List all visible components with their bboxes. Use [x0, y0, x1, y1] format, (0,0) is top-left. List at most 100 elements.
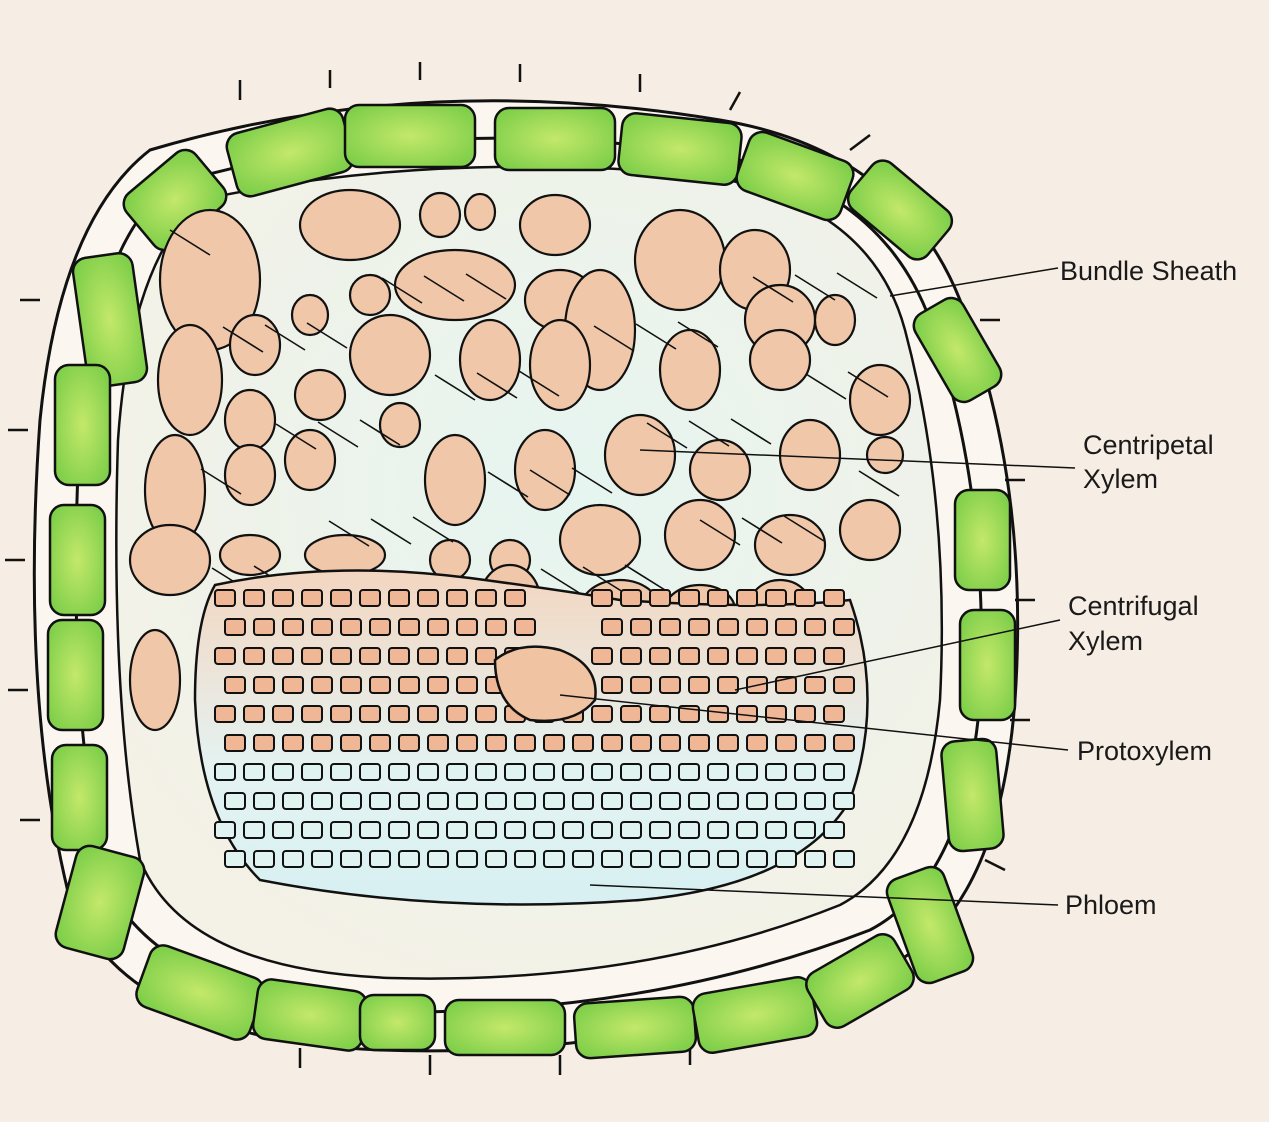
centrifugal-xylem-cell	[273, 648, 293, 664]
phloem-cell	[476, 764, 496, 780]
phloem-cell	[457, 851, 477, 867]
phloem-cell	[360, 764, 380, 780]
phloem-cell	[244, 822, 264, 838]
centrifugal-xylem-cell	[592, 590, 612, 606]
centrifugal-xylem-cell	[341, 619, 361, 635]
phloem-cell	[563, 764, 583, 780]
phloem-cell	[824, 764, 844, 780]
phloem-cell	[447, 764, 467, 780]
phloem-cell	[389, 822, 409, 838]
centrifugal-xylem-cell	[244, 706, 264, 722]
centrifugal-xylem-cell	[660, 677, 680, 693]
label-centrifugal-line1: Centrifugal	[1068, 591, 1199, 621]
phloem-cell	[215, 822, 235, 838]
centrifugal-xylem-cell	[824, 648, 844, 664]
centrifugal-xylem-cell	[254, 677, 274, 693]
centrifugal-xylem-cell	[215, 590, 235, 606]
phloem-cell	[505, 822, 525, 838]
xylem-vessel	[285, 430, 335, 490]
bundle-sheath-cell	[48, 620, 103, 730]
xylem-vessel	[465, 194, 495, 230]
phloem-cell	[795, 764, 815, 780]
phloem-cell	[341, 851, 361, 867]
phloem-cell	[389, 764, 409, 780]
centrifugal-xylem-cell	[621, 648, 641, 664]
xylem-vessel	[560, 505, 640, 575]
centrifugal-xylem-cell	[225, 735, 245, 751]
phloem-cell	[428, 851, 448, 867]
centrifugal-xylem-cell	[360, 590, 380, 606]
centrifugal-xylem-cell	[689, 735, 709, 751]
centrifugal-xylem-cell	[341, 677, 361, 693]
phloem-cell	[370, 793, 390, 809]
xylem-vessel	[292, 295, 328, 335]
bundle-sheath-cell	[617, 112, 743, 186]
phloem-cell	[747, 793, 767, 809]
centrifugal-xylem-cell	[225, 677, 245, 693]
label-centripetal-line2: Xylem	[1083, 464, 1158, 494]
phloem-cell	[679, 822, 699, 838]
centrifugal-xylem-cell	[370, 619, 390, 635]
centrifugal-xylem-cell	[689, 677, 709, 693]
phloem-cell	[534, 822, 554, 838]
phloem-cell	[312, 851, 332, 867]
label-protoxylem: Protoxylem	[1077, 736, 1212, 766]
phloem-cell	[486, 851, 506, 867]
phloem-cell	[747, 851, 767, 867]
centrifugal-xylem-cell	[834, 619, 854, 635]
centrifugal-xylem-cell	[331, 706, 351, 722]
xylem-vessel	[305, 535, 385, 575]
phloem-cell	[447, 822, 467, 838]
centrifugal-xylem-cell	[273, 706, 293, 722]
phloem-cell	[418, 822, 438, 838]
phloem-cell	[805, 851, 825, 867]
centrifugal-xylem-cell	[776, 619, 796, 635]
xylem-vessel	[220, 535, 280, 575]
centrifugal-xylem-cell	[805, 619, 825, 635]
phloem-cell	[544, 851, 564, 867]
centrifugal-xylem-cell	[418, 706, 438, 722]
centrifugal-xylem-cell	[428, 735, 448, 751]
centrifugal-xylem-cell	[457, 677, 477, 693]
centrifugal-xylem-cell	[737, 648, 757, 664]
xylem-vessel	[395, 250, 515, 320]
bundle-sheath-cell	[50, 505, 105, 615]
centrifugal-xylem-cell	[215, 706, 235, 722]
phloem-cell	[650, 764, 670, 780]
phloem-cell	[215, 764, 235, 780]
centrifugal-xylem-cell	[660, 735, 680, 751]
xylem-vessel	[690, 440, 750, 500]
phloem-cell	[563, 822, 583, 838]
bundle-sheath-cell	[52, 745, 107, 850]
phloem-cell	[505, 764, 525, 780]
centrifugal-xylem-cell	[505, 590, 525, 606]
centrifugal-xylem-cell	[824, 706, 844, 722]
phloem-cell	[283, 851, 303, 867]
xylem-vessel	[635, 210, 725, 310]
centrifugal-xylem-cell	[215, 648, 235, 664]
xylem-vessel	[350, 275, 390, 315]
centrifugal-xylem-cell	[244, 590, 264, 606]
centrifugal-xylem-cell	[254, 619, 274, 635]
phloem-cell	[602, 851, 622, 867]
phloem-cell	[708, 822, 728, 838]
centrifugal-xylem-cell	[399, 735, 419, 751]
centrifugal-xylem-cell	[341, 735, 361, 751]
phloem-cell	[273, 822, 293, 838]
xylem-vessel	[225, 390, 275, 450]
centrifugal-xylem-cell	[476, 706, 496, 722]
centrifugal-xylem-cell	[370, 735, 390, 751]
xylem-vessel	[350, 315, 430, 395]
centrifugal-xylem-cell	[766, 590, 786, 606]
phloem-cell	[360, 822, 380, 838]
phloem-cell	[650, 822, 670, 838]
xylem-vessel	[750, 330, 810, 390]
phloem-cell	[679, 764, 699, 780]
phloem-cell	[331, 822, 351, 838]
phloem-cell	[795, 822, 815, 838]
phloem-cell	[254, 851, 274, 867]
centrifugal-xylem-cell	[747, 735, 767, 751]
centrifugal-xylem-cell	[254, 735, 274, 751]
centrifugal-xylem-cell	[486, 735, 506, 751]
